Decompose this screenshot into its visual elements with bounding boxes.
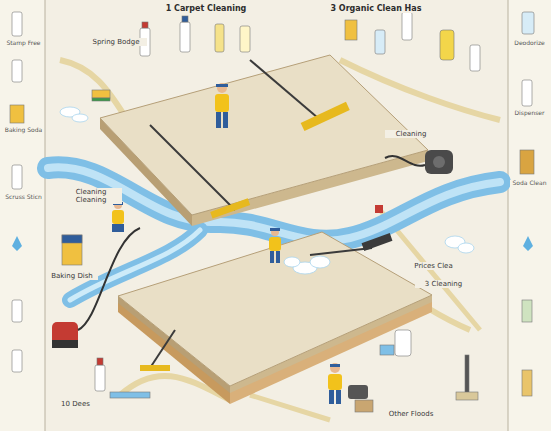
side-label: Deodorize: [510, 40, 549, 47]
item-label: Cleaning Cleaning: [60, 188, 122, 204]
side-label: Stamp Free: [3, 40, 44, 47]
item-label: 3 Cleaning: [415, 280, 472, 288]
item-label: Other Floods: [380, 410, 442, 418]
item-label: Spring Bodge: [85, 38, 147, 46]
item-label: Cleaning: [385, 130, 437, 138]
item-label: Baking Dish: [46, 272, 98, 280]
item-label: 10 Dees: [52, 400, 99, 408]
side-label: Dispenser: [510, 110, 549, 117]
side-label: Scruss Sticn: [3, 194, 44, 201]
section-heading: 3 Organic Clean Has: [315, 4, 437, 13]
section-heading: 1 Carpet Cleaning: [150, 4, 262, 13]
item-label: Prices Clea: [405, 262, 462, 270]
side-label: Baking Soda: [3, 127, 44, 134]
side-label: Soda Clean: [510, 180, 549, 187]
